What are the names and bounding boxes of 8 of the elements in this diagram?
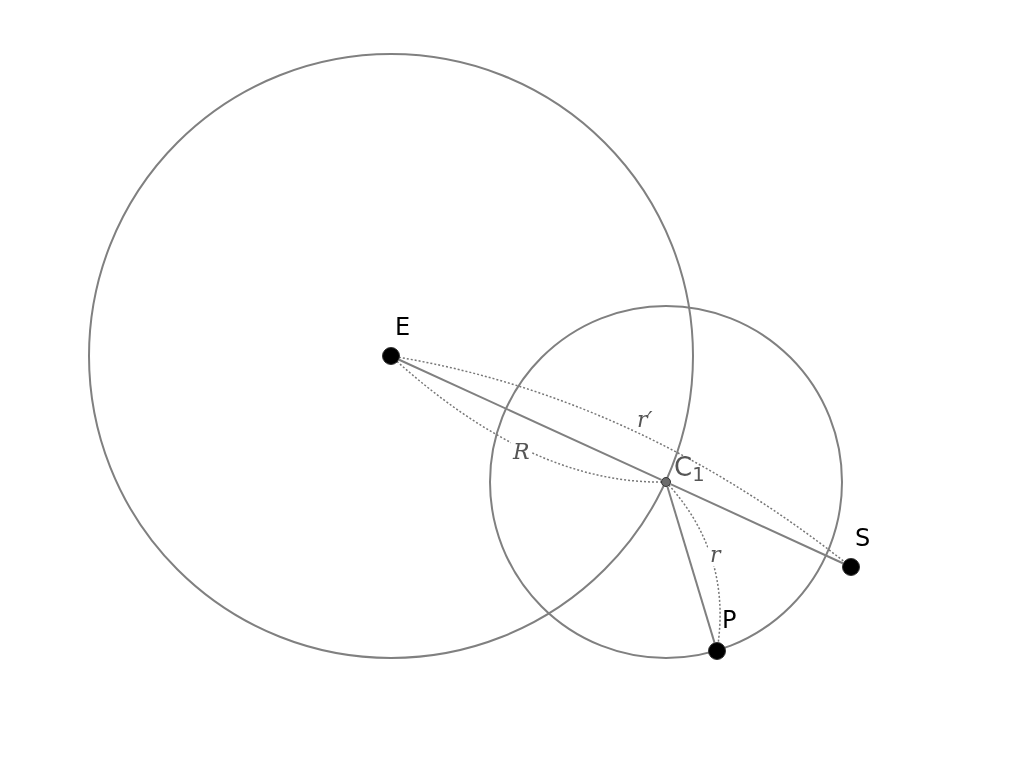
point-label: S <box>855 526 871 550</box>
line-segment <box>666 485 716 644</box>
point-label: P <box>722 608 737 632</box>
dimension-label: r <box>708 544 723 566</box>
point-label: E <box>395 315 411 339</box>
dimension-label: r′ <box>635 409 655 431</box>
point-label: C$_{1}$ <box>674 454 705 480</box>
line-segment <box>669 483 844 565</box>
